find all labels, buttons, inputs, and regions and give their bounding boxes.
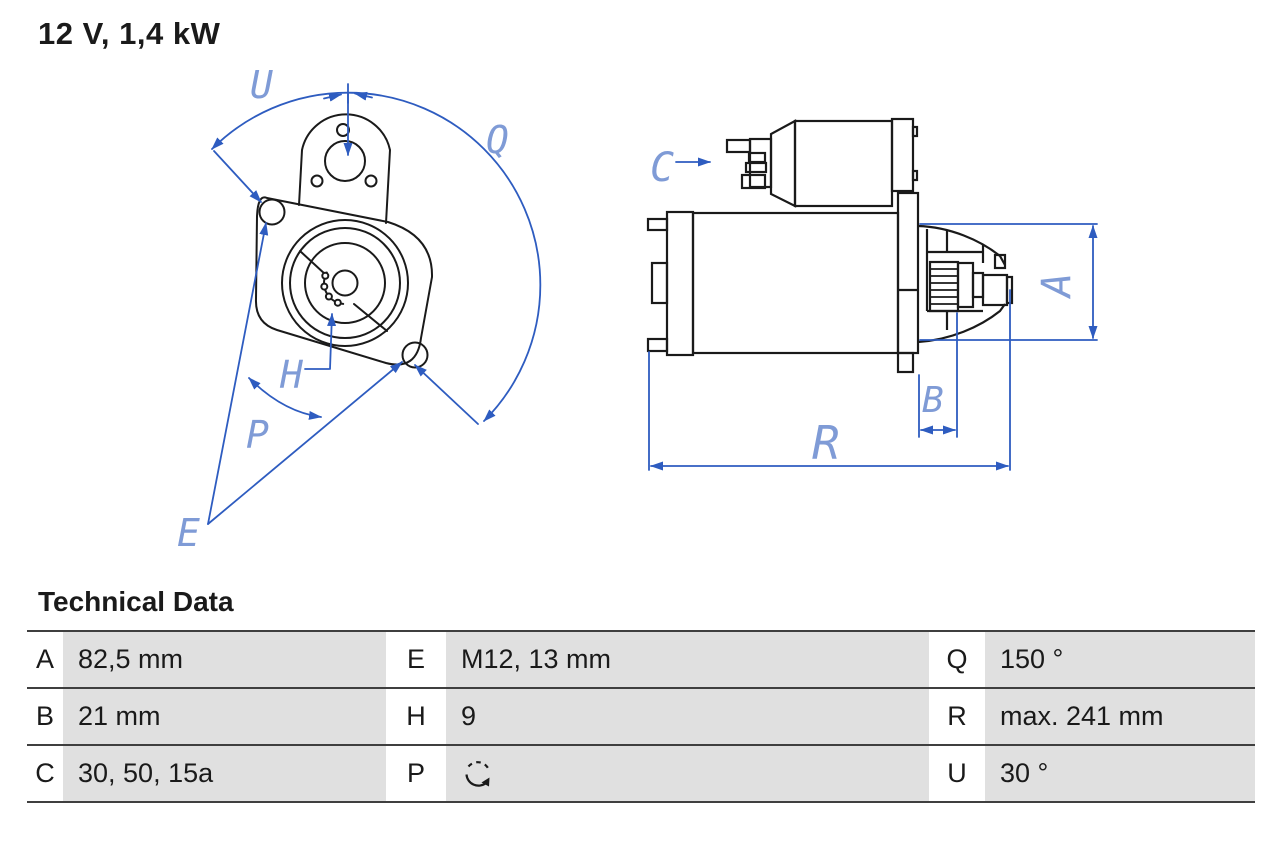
spec-value-p [446,746,929,801]
pinion-tooth [321,271,330,280]
solenoid-cone [769,119,797,208]
dim-label-h: H [279,353,304,397]
flange-step [896,351,915,374]
dim-label-r: R [812,416,840,470]
dim-label-u: U [250,63,273,107]
u-arrow-right [354,91,373,101]
dim-label-b: B [922,380,944,421]
terminal-nut-1 [747,151,767,164]
spec-key-p: P [386,746,446,801]
spec-key-r: R [929,689,985,744]
bell-top-curve [917,224,1006,266]
shaft-end-block [981,273,1009,307]
side-view-dimensions [648,157,1098,471]
bell-right-panel [993,253,1007,270]
bracket-side-hole-right [364,174,378,188]
front-view-dimensions [207,83,542,525]
spec-value-h: 9 [446,689,929,744]
table-row: C 30, 50, 15a P U 30 ° [27,744,1255,803]
radial-line-lower [414,364,479,425]
front-view [254,113,434,369]
spec-value-b: 21 mm [63,689,386,744]
motor-body [691,211,900,355]
spec-value-e: M12, 13 mm [446,632,929,687]
end-cap-tab-bottom [646,337,669,353]
flange-plate [896,191,920,355]
dim-label-a: A [1034,273,1080,300]
terminal-stud-lower [740,173,767,190]
boss-circle-outer [281,219,409,347]
chamfer-line-lower [353,303,388,332]
bracket-center-hole [324,140,366,182]
terminal-stud-upper [725,138,752,154]
boss-circle-2 [289,227,401,339]
dim-label-e: E [177,511,200,555]
clockwise-rotation-icon [465,760,490,787]
spec-key-h: H [386,689,446,744]
end-cap-block [650,261,669,305]
pinion-tooth [324,292,333,301]
boss-circle-3 [304,242,386,324]
e-leader-lower [207,361,403,525]
spec-key-u: U [929,746,985,801]
e-leader-upper [207,222,269,525]
spec-value-q: 150 ° [985,632,1255,687]
spec-value-u: 30 ° [985,746,1255,801]
end-cap [665,210,695,357]
u-arrow-left [323,92,342,102]
bracket-side-hole-left [310,174,324,188]
pinion-tooth [320,282,329,291]
spec-key-a: A [27,632,63,687]
dim-label-c: C [650,145,674,191]
pinion-tooth [333,298,342,307]
h-leader-vertical [327,313,337,370]
dim-label-p: P [246,413,269,457]
front-view-labels: U Q H P E [177,63,509,555]
spec-key-e: E [386,632,446,687]
q-angle-arc [211,91,542,422]
solenoid-end-band [890,117,915,193]
solenoid-band-lug-top [911,125,919,138]
solenoid-body [793,119,894,208]
spec-key-q: Q [929,632,985,687]
bracket-top-hole [336,123,350,137]
chamfer-line-upper [299,250,327,276]
technical-data-table: A 82,5 mm E M12, 13 mm Q 150 ° B 21 mm H… [27,630,1255,803]
solenoid-band-lug-bottom [911,169,919,182]
shaft-collar [956,261,975,309]
dim-label-q: Q [486,118,509,162]
pinion-gear-teeth-lines [930,268,958,305]
radial-line-upper [213,150,262,203]
spec-key-b: B [27,689,63,744]
end-cap-tab-top [646,217,669,232]
side-view [646,117,1014,374]
spec-value-c: 30, 50, 15a [63,746,386,801]
spec-value-a: 82,5 mm [63,632,386,687]
spec-value-r: max. 241 mm [985,689,1255,744]
terminal-nut-2 [744,161,768,174]
starter-motor-drawing: U Q H P E [177,63,1098,555]
flange-bolt-hole-upper [258,198,286,226]
shaft-hole [331,269,359,297]
spec-key-c: C [27,746,63,801]
table-row: A 82,5 mm E M12, 13 mm Q 150 ° [27,630,1255,687]
technical-data-heading: Technical Data [38,586,234,617]
side-view-labels: C A B R [650,145,1080,470]
p-angle-arc [248,377,322,420]
table-row: B 21 mm H 9 R max. 241 mm [27,687,1255,744]
page-title: 12 V, 1,4 kW [38,16,221,51]
shaft-spacer [971,271,985,299]
